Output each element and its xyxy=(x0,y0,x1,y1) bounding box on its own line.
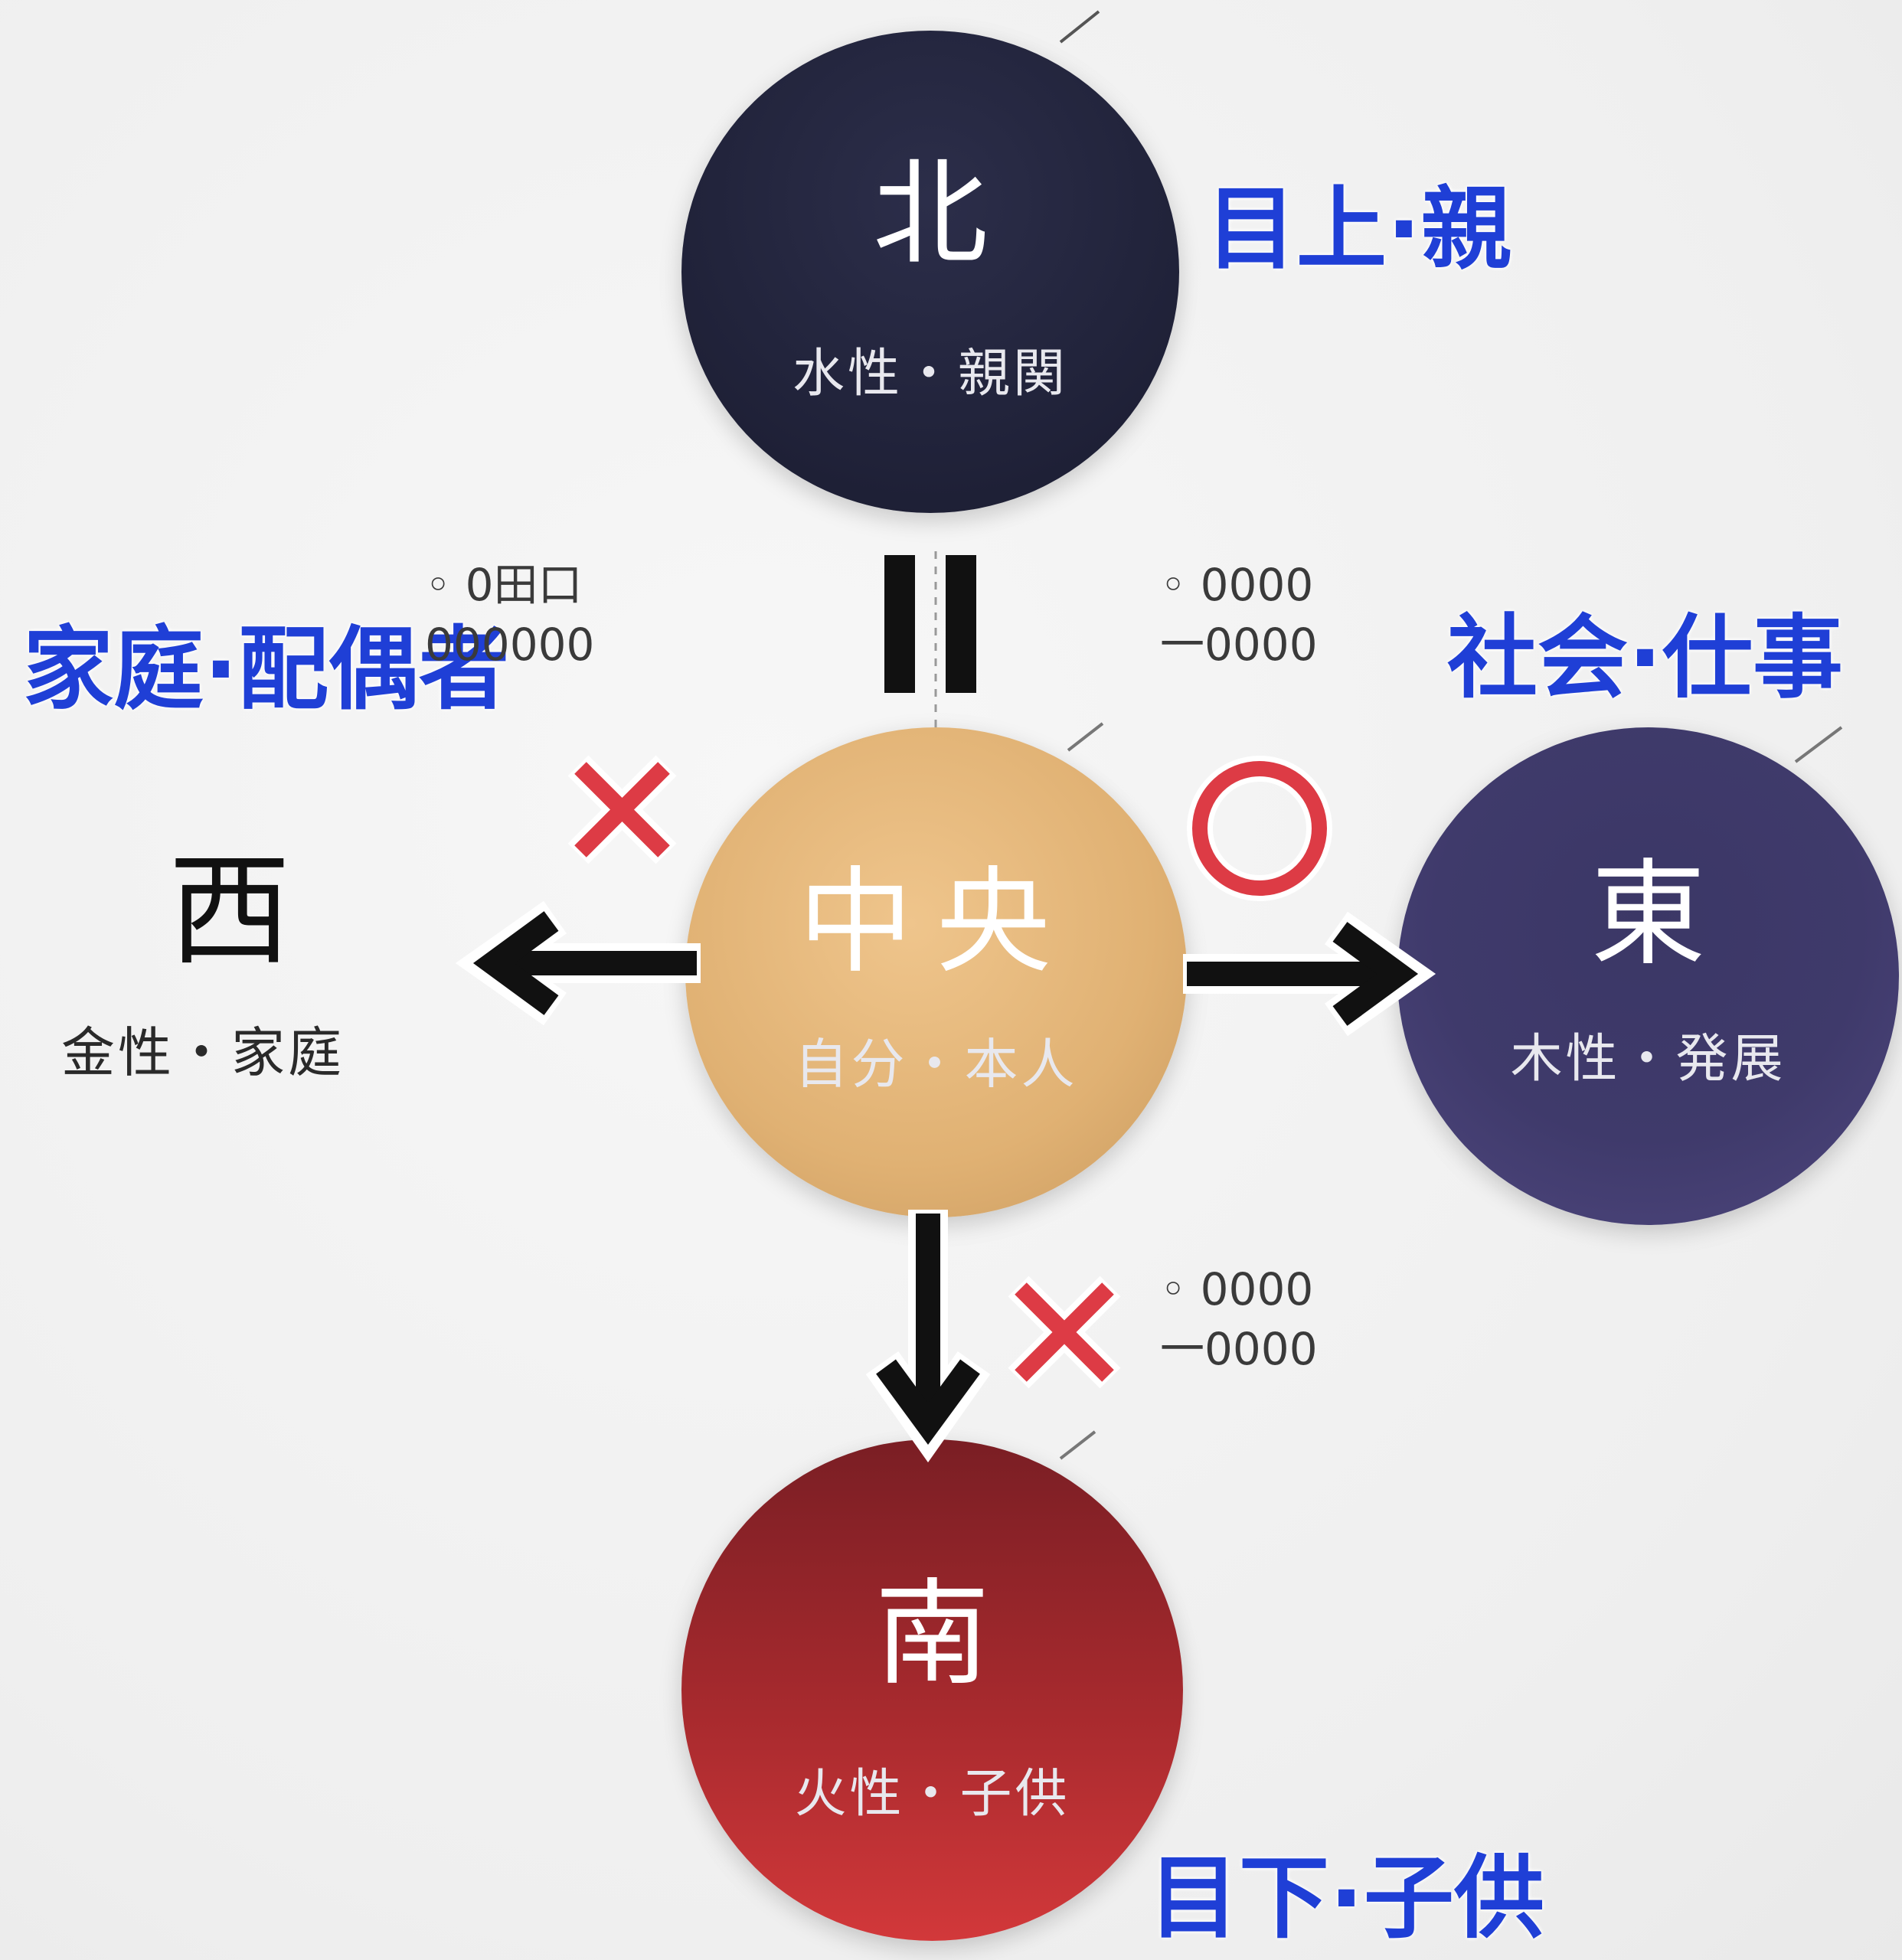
note-southeast-line-2: 一0000 xyxy=(1160,1323,1318,1376)
node-center: 中央 自分・本人 xyxy=(685,727,1187,1217)
arrow-east-head xyxy=(1332,922,1419,1026)
deco-stroke-north xyxy=(1059,10,1100,44)
note-northeast: ◦ 0000 一0000 xyxy=(1160,555,1318,675)
circle-east-core xyxy=(1192,761,1327,896)
node-south-subtitle: 火性・子供 xyxy=(794,1764,1070,1824)
node-north-subtitle: 水性・親関 xyxy=(792,344,1068,404)
node-center-title: 中央 xyxy=(798,856,1074,989)
arrow-east xyxy=(1183,911,1436,1037)
cross-south-core-2 xyxy=(1015,1282,1114,1382)
node-north-title: 北 xyxy=(872,148,988,281)
node-center-subtitle: 自分・本人 xyxy=(794,1033,1078,1096)
arrow-west xyxy=(455,900,701,1026)
arrow-south xyxy=(865,1210,991,1463)
note-northwest-line-2: 000000 xyxy=(425,619,595,671)
note-northeast-line-1: ◦ 0000 xyxy=(1160,559,1314,611)
label-south: 目下·子供 xyxy=(1149,1845,1544,1951)
label-east: 社会·仕事 xyxy=(1447,605,1843,710)
deco-stroke-center xyxy=(1067,722,1104,752)
note-southeast-line-1: ◦ 0000 xyxy=(1160,1263,1314,1315)
equals-mark-north xyxy=(884,555,976,693)
node-north: 北 水性・親関 xyxy=(681,31,1179,513)
cross-mark-south xyxy=(1008,1276,1121,1389)
cross-mark-west xyxy=(567,755,677,864)
deco-stroke-south xyxy=(1059,1430,1096,1460)
node-south-title: 南 xyxy=(874,1568,990,1701)
equals-bar-right xyxy=(946,555,976,693)
circle-mark-east xyxy=(1187,756,1332,901)
note-southeast: ◦ 0000 一0000 xyxy=(1160,1259,1318,1380)
node-east-subtitle: 木性・発展 xyxy=(1510,1029,1786,1089)
note-northwest-line-1: ◦ 0田口 xyxy=(425,559,583,611)
note-northeast-line-2: 一0000 xyxy=(1160,619,1318,671)
deco-stroke-east xyxy=(1794,726,1843,763)
note-northwest: ◦ 0田口 000000 xyxy=(425,555,594,675)
arrow-west-head xyxy=(472,911,559,1015)
label-west: 家庭·配偶者 xyxy=(23,616,509,722)
node-south: 南 火性・子供 xyxy=(681,1439,1183,1941)
node-east-title: 東 xyxy=(1590,848,1706,982)
equals-bar-left xyxy=(884,555,915,693)
node-east: 東 木性・発展 xyxy=(1397,727,1899,1225)
cross-west-core-2 xyxy=(574,762,670,858)
node-west-title: 西 xyxy=(168,839,292,982)
label-north: 目上·親 xyxy=(1206,176,1511,282)
arrow-south-head xyxy=(876,1359,980,1446)
node-west-subtitle: 金性・家庭 xyxy=(61,1021,345,1084)
